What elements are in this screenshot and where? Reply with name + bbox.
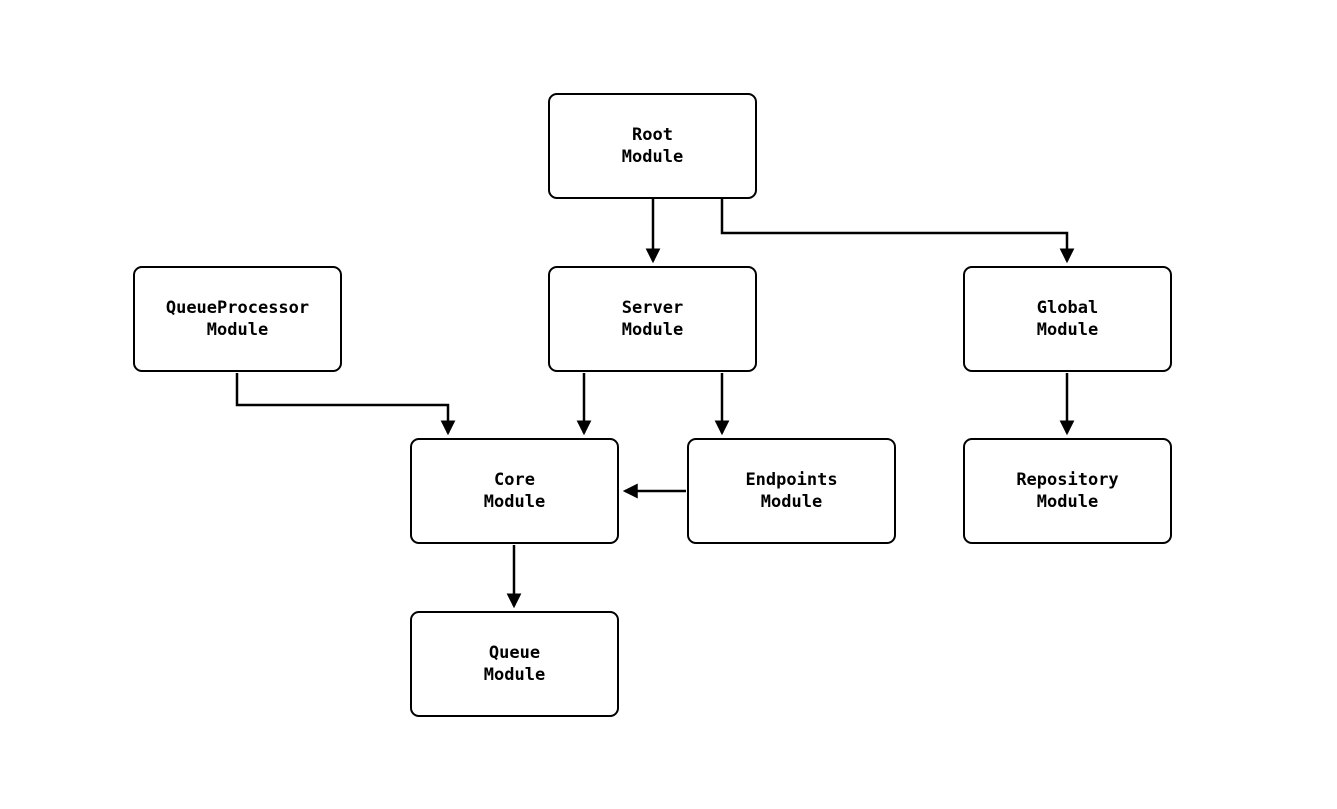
node-label: Module bbox=[621, 320, 684, 340]
node-endpoints-module: Endpoints Module bbox=[687, 438, 896, 544]
node-global-module: Global Module bbox=[963, 266, 1172, 372]
node-label: Endpoints bbox=[745, 470, 838, 490]
node-repository-module: Repository Module bbox=[963, 438, 1172, 544]
node-label: Repository bbox=[1016, 470, 1119, 490]
node-label: Module bbox=[483, 665, 546, 685]
node-label: Queue bbox=[488, 643, 541, 663]
node-label: Root bbox=[632, 125, 673, 145]
node-server-module: Server Module bbox=[548, 266, 757, 372]
edge-root-to-global bbox=[720, 199, 1075, 264]
node-label: Module bbox=[483, 492, 546, 512]
node-queue-module: Queue Module bbox=[410, 611, 619, 717]
node-label: Core bbox=[494, 470, 535, 490]
node-label: Module bbox=[760, 492, 823, 512]
node-root-module: Root Module bbox=[548, 93, 757, 199]
node-core-module: Core Module bbox=[410, 438, 619, 544]
node-label: Module bbox=[1036, 492, 1099, 512]
node-label: Module bbox=[206, 320, 269, 340]
node-label: Module bbox=[1036, 320, 1099, 340]
node-label: Server bbox=[621, 298, 684, 318]
node-queueprocessor-module: QueueProcessor Module bbox=[133, 266, 342, 372]
node-label: Module bbox=[621, 147, 684, 167]
edge-queueprocessor-to-core bbox=[235, 373, 456, 436]
node-label: Global bbox=[1036, 298, 1099, 318]
node-label: QueueProcessor bbox=[165, 298, 310, 318]
